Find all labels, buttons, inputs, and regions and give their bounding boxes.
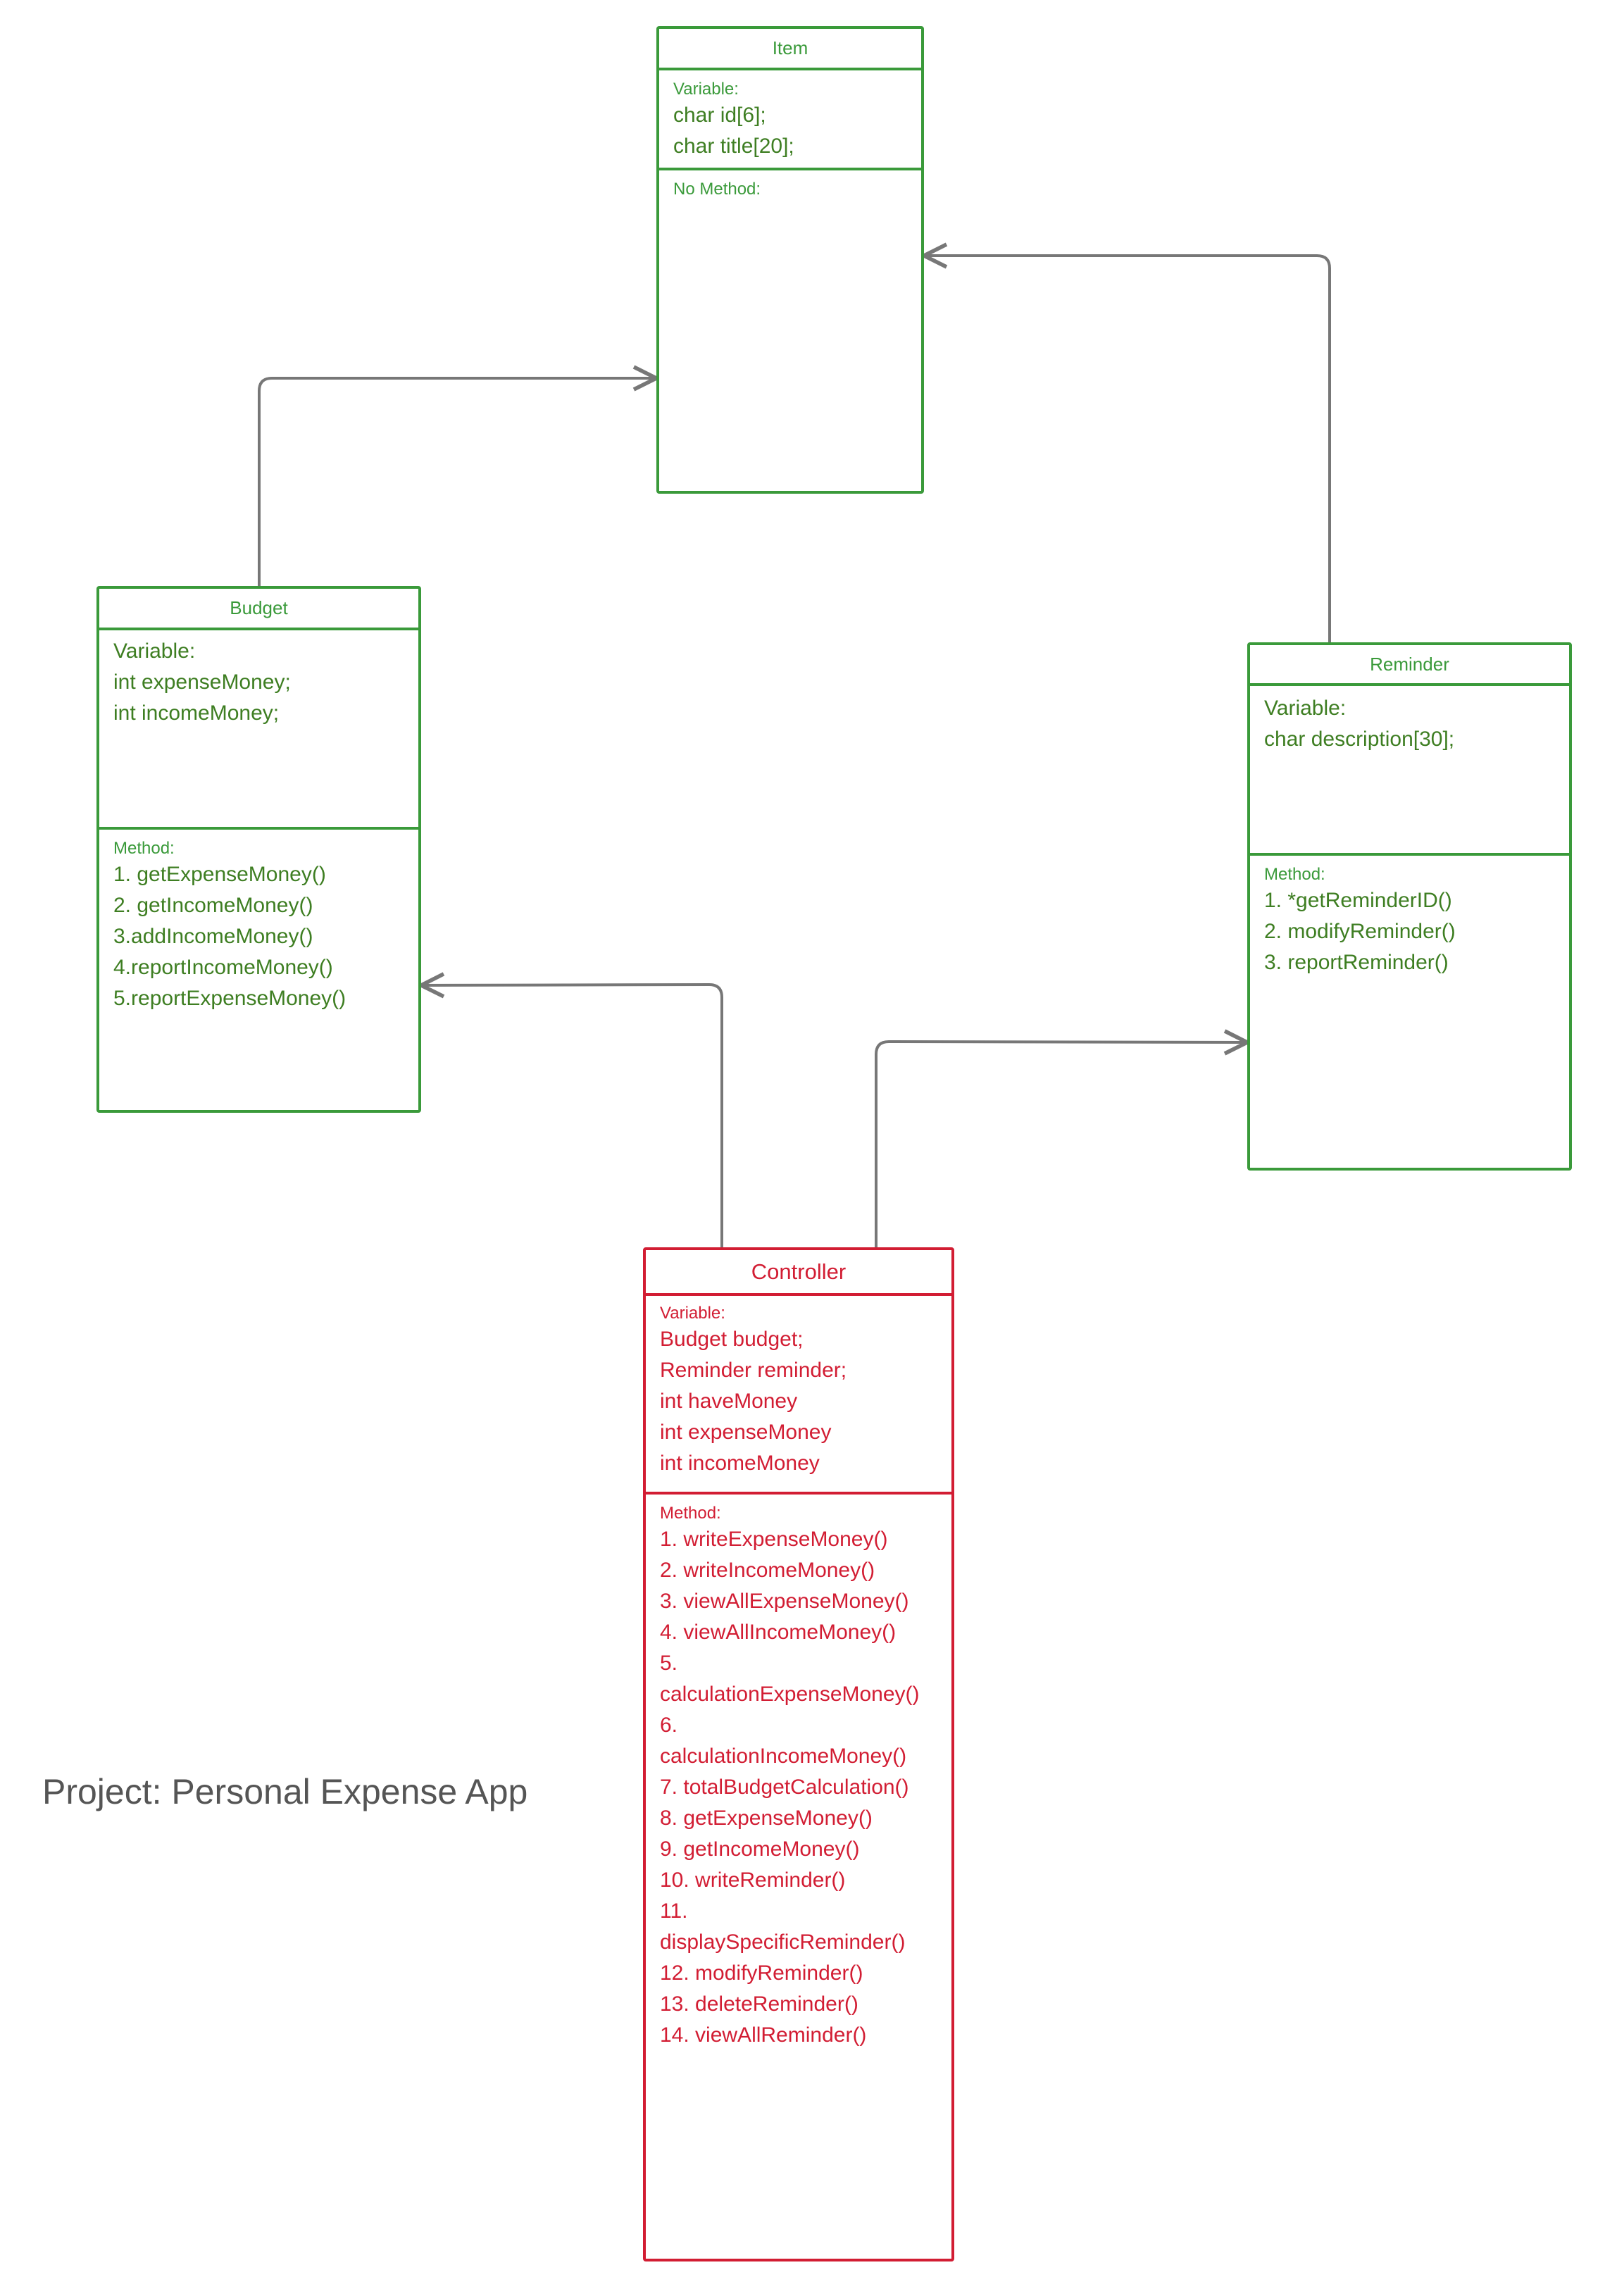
controller-method: 6.: [660, 1714, 678, 1737]
controller-method-header: Method:: [660, 1504, 721, 1523]
budget-method-header: Method:: [113, 839, 175, 858]
budget-variable-header: Variable:: [113, 639, 196, 663]
item-class-title: Item: [659, 29, 921, 70]
reminder-variables-section: Variable: char description[30];: [1250, 686, 1569, 856]
budget-method: 3.addIncomeMoney(): [113, 925, 313, 948]
reminder-method: 3. reportReminder(): [1264, 951, 1449, 974]
controller-method: 4. viewAllIncomeMoney(): [660, 1621, 897, 1644]
budget-variable: int expenseMoney;: [113, 670, 291, 694]
controller-variable: Reminder reminder;: [660, 1359, 847, 1382]
budget-variable: int incomeMoney;: [113, 701, 280, 725]
controller-to-budget-arrow: [419, 972, 723, 1247]
controller-method: 11.: [660, 1899, 688, 1923]
controller-variables-section: Variable: Budget budget; Reminder remind…: [646, 1296, 951, 1495]
project-caption: Project: Personal Expense App: [42, 1772, 528, 1811]
reminder-method: 2. modifyReminder(): [1264, 920, 1456, 943]
reminder-method-header: Method:: [1264, 865, 1325, 884]
reminder-class-title: Reminder: [1250, 645, 1569, 686]
budget-variables-section: Variable: int expenseMoney; int incomeMo…: [99, 630, 418, 830]
item-variable: char id[6];: [673, 104, 766, 127]
item-variables-section: Variable: char id[6]; char title[20];: [659, 70, 921, 170]
item-variable: char title[20];: [673, 135, 794, 158]
budget-methods-section: Method: 1. getExpenseMoney() 2. getIncom…: [99, 830, 418, 1110]
controller-variable: Budget budget;: [660, 1328, 804, 1351]
controller-method: 9. getIncomeMoney(): [660, 1838, 860, 1861]
controller-method: 10. writeReminder(): [660, 1868, 846, 1892]
controller-variable: int incomeMoney: [660, 1452, 820, 1475]
controller-method: calculationExpenseMoney(): [660, 1683, 920, 1706]
controller-to-reminder-arrow: [875, 1029, 1249, 1247]
controller-method: 13. deleteReminder(): [660, 1992, 858, 2016]
controller-class-box[interactable]: Controller Variable: Budget budget; Remi…: [643, 1247, 954, 2261]
controller-method: 5.: [660, 1652, 678, 1675]
item-methods-section: No Method:: [659, 170, 921, 491]
controller-variable: int haveMoney: [660, 1390, 798, 1413]
budget-method: 4.reportIncomeMoney(): [113, 956, 333, 979]
controller-method: 1. writeExpenseMoney(): [660, 1528, 888, 1551]
budget-to-item-arrow: [258, 365, 658, 586]
controller-variable: int expenseMoney: [660, 1421, 832, 1444]
reminder-class-box[interactable]: Reminder Variable: char description[30];…: [1247, 642, 1572, 1171]
budget-class-box[interactable]: Budget Variable: int expenseMoney; int i…: [96, 586, 421, 1113]
item-variable-header: Variable:: [673, 80, 739, 99]
budget-method: 1. getExpenseMoney(): [113, 863, 326, 886]
controller-method: 8. getExpenseMoney(): [660, 1807, 873, 1830]
reminder-methods-section: Method: 1. *getReminderID() 2. modifyRem…: [1250, 856, 1569, 1168]
controller-method: 7. totalBudgetCalculation(): [660, 1776, 909, 1799]
controller-method: 12. modifyReminder(): [660, 1961, 863, 1985]
item-class-box[interactable]: Item Variable: char id[6]; char title[20…: [656, 26, 924, 494]
controller-method: 2. writeIncomeMoney(): [660, 1559, 875, 1582]
controller-method: displaySpecificReminder(): [660, 1930, 906, 1954]
item-method-header: No Method:: [673, 180, 761, 199]
controller-method: 14. viewAllReminder(): [660, 2023, 867, 2047]
reminder-variable-header: Variable:: [1264, 697, 1347, 720]
reminder-variable: char description[30];: [1264, 728, 1455, 751]
controller-method: 3. viewAllExpenseMoney(): [660, 1590, 909, 1613]
budget-method: 5.reportExpenseMoney(): [113, 987, 346, 1010]
controller-method: calculationIncomeMoney(): [660, 1745, 907, 1768]
budget-class-title: Budget: [99, 589, 418, 630]
reminder-method: 1. *getReminderID(): [1264, 889, 1452, 912]
controller-class-title: Controller: [646, 1250, 951, 1296]
reminder-to-item-arrow: [922, 242, 1331, 642]
controller-methods-section: Method: 1. writeExpenseMoney() 2. writeI…: [646, 1495, 951, 2259]
budget-method: 2. getIncomeMoney(): [113, 894, 313, 917]
controller-variable-header: Variable:: [660, 1304, 725, 1323]
